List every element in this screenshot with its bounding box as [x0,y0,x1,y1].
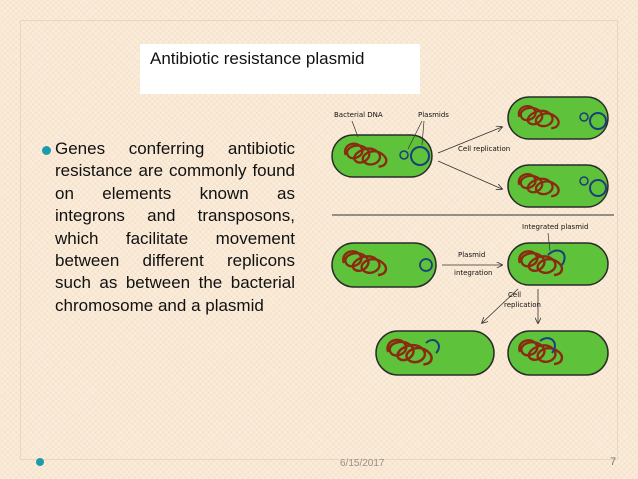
cell-daughter-2 [507,164,609,208]
cell-final-2 [507,330,609,376]
label-cell-replication: Cell replication [458,145,510,153]
label-integrated-plasmid: Integrated plasmid [522,223,588,231]
bullet-marker [42,146,51,155]
label-cell: Cell [508,291,521,299]
label-integration: integration [454,269,492,277]
slide-title: Antibiotic resistance plasmid [140,44,420,94]
page-number: 7 [610,456,617,468]
slide-frame [20,20,618,460]
label-plasmid: Plasmid [458,251,485,259]
label-replication: replication [504,301,541,309]
cell-daughter-1 [507,96,609,140]
cell-original [331,134,433,178]
label-bacterial-dna: Bacterial DNA [334,111,383,119]
cell-integrated [507,242,609,286]
label-plasmids: Plasmids [418,111,449,119]
cell-before-integration [331,242,437,288]
bullet-marker-empty [36,458,44,466]
slide-date: 6/15/2017 [340,458,385,469]
plasmid-diagram: Bacterial DNA Plasmids Cell replication … [331,96,614,376]
cell-final-1 [375,330,495,376]
bullet-text: Genes conferring antibiotic resistance a… [55,139,295,315]
